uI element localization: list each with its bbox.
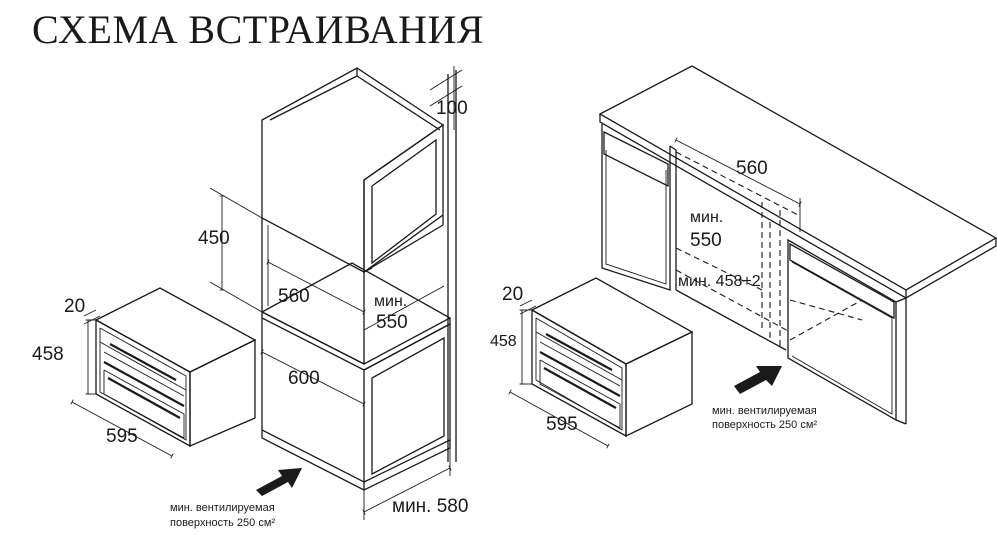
dim-cabinet-width-value: 600: [288, 368, 320, 389]
dim-cabinet-depth-value: мин. 580: [392, 496, 468, 517]
right-vent-note-line1: мин. вентилируемая: [712, 405, 817, 417]
dim-niche-depth: мин. 550: [363, 285, 445, 333]
dim-appliance-height: 458: [32, 319, 96, 395]
dim-top-gap: 100: [429, 66, 468, 130]
right-dim-niche-depth-value: 550: [690, 230, 722, 251]
vent-note-line2: поверхность 250 см²: [170, 517, 275, 529]
right-dim-front-thickness: 20: [502, 284, 537, 315]
dim-niche-width: 560: [266, 259, 366, 315]
right-dim-niche-depth-label: мин.: [690, 209, 723, 226]
dim-appliance-width-value: 595: [106, 426, 138, 447]
right-dim-appliance-width: 595: [508, 389, 610, 449]
dim-cabinet-width: 600: [260, 349, 366, 407]
dim-niche-height-value: 450: [198, 228, 230, 249]
dim-top-gap-value: 100: [436, 98, 468, 119]
right-dim-niche-width: 560: [674, 137, 802, 232]
dim-niche-depth-value: 550: [376, 312, 408, 333]
dim-niche-width-value: 560: [278, 286, 310, 307]
right-scheme: 560 мин. 550 мин. 458+2 мин. вентилируем…: [490, 65, 997, 449]
page-title: СХЕМА ВСТРАИВАНИЯ: [32, 7, 485, 52]
right-appliance: [530, 277, 694, 438]
right-right-door: [787, 238, 907, 425]
airflow-arrow-icon: [734, 366, 782, 394]
vent-note-line1: мин. вентилируемая: [170, 502, 275, 514]
right-left-door: [601, 124, 677, 291]
left-scheme: 100 450 560 мин. 550: [32, 66, 468, 529]
right-dim-front-thickness-value: 20: [502, 284, 523, 305]
dim-cabinet-depth: мин. 580: [362, 448, 468, 520]
dim-front-thickness-value: 20: [64, 296, 85, 317]
dim-niche-height: 450: [198, 187, 263, 313]
right-dim-niche-depth: мин. 550: [690, 209, 723, 251]
left-tall-cabinet: [260, 67, 457, 491]
right-dim-niche-height: мин. 458+2: [678, 273, 761, 290]
left-appliance: [94, 287, 257, 448]
right-dim-appliance-height-value: 458: [490, 333, 517, 350]
airflow-arrow-icon: [256, 468, 302, 496]
right-dim-appliance-height: 458: [490, 309, 532, 385]
right-dim-niche-width-value: 560: [736, 158, 768, 179]
dim-niche-depth-label: мин.: [374, 293, 407, 310]
right-dim-appliance-width-value: 595: [546, 414, 578, 435]
right-vent-note-line2: поверхность 250 см²: [712, 419, 817, 431]
right-dim-niche-height-value: мин. 458+2: [678, 273, 761, 290]
dim-appliance-height-value: 458: [32, 344, 64, 365]
dim-appliance-width: 595: [70, 399, 174, 459]
